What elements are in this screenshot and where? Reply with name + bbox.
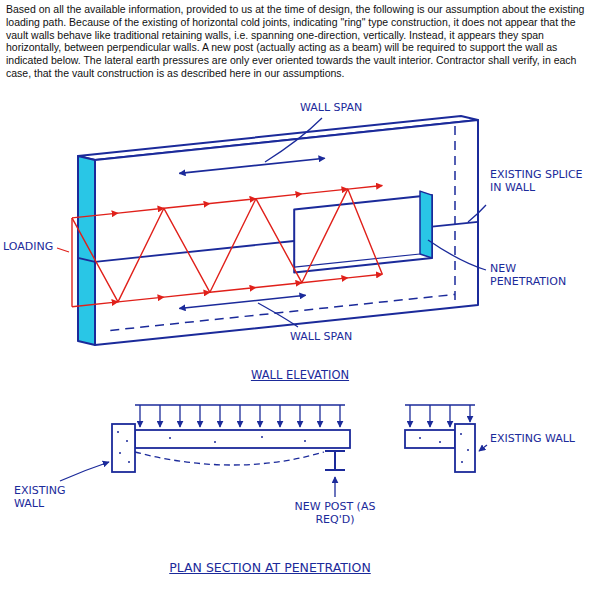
penetration-opening <box>420 191 432 258</box>
post-label: NEW POST (AS REQ'D) <box>280 500 390 526</box>
loading-diagram <box>57 248 69 252</box>
wall-label: EXISTING WALL <box>14 484 94 510</box>
load-arrows <box>409 405 410 427</box>
splice-line <box>78 258 95 262</box>
splice-line <box>432 222 478 227</box>
wall-label: EXISTING WALL <box>490 432 596 445</box>
post-symbol <box>325 469 345 471</box>
load-arrows <box>219 405 220 427</box>
view-title: PLAN SECTION AT PENETRATION <box>120 560 420 575</box>
load-arrows <box>279 405 280 427</box>
loading-diagram <box>57 186 382 307</box>
load-arrows <box>469 405 470 422</box>
concrete-stipple <box>128 461 130 463</box>
wall-section <box>455 424 475 472</box>
load-arrows <box>405 404 475 405</box>
penetration-opening <box>294 191 432 272</box>
concrete-stipple <box>460 433 462 435</box>
load-arrows <box>449 405 450 427</box>
deflected-shape <box>135 452 324 465</box>
leader-line <box>468 205 486 222</box>
loading-diagram <box>71 218 72 307</box>
penetration-label: NEW PENETRATION <box>490 262 594 288</box>
wall-isometric <box>78 156 95 345</box>
splice-label: EXISTING SPLICE IN WALL <box>490 168 590 194</box>
loading-diagram <box>72 189 382 302</box>
concrete-stipple <box>461 461 463 463</box>
concrete-stipple <box>169 437 171 439</box>
span-label: WALL SPAN <box>300 101 384 114</box>
leader-line <box>428 240 486 270</box>
concrete-stipple <box>117 431 119 433</box>
load-arrows <box>259 405 260 427</box>
loading-label: LOADING <box>3 240 63 253</box>
span-label: WALL SPAN <box>290 330 374 343</box>
span-arrow <box>179 158 324 308</box>
concrete-stipple <box>467 449 469 451</box>
span-arrow <box>179 158 324 173</box>
hidden-wall-line <box>110 126 455 330</box>
load-arrows <box>319 405 320 427</box>
load-arrows <box>159 405 160 427</box>
penetration-opening <box>294 195 432 272</box>
load-arrows <box>179 405 180 427</box>
concrete-stipple <box>419 437 421 439</box>
concrete-stipple <box>261 436 263 438</box>
concrete-stipple <box>304 440 306 442</box>
load-arrows <box>339 405 340 427</box>
view-title: WALL ELEVATION <box>200 368 400 382</box>
post-symbol <box>334 451 336 470</box>
wall-section <box>135 430 350 448</box>
wall-isometric <box>78 116 478 345</box>
wall-section <box>112 424 135 472</box>
splice-line <box>95 241 294 262</box>
wall-section <box>112 424 475 472</box>
leader-line <box>258 303 298 327</box>
leader-line <box>265 118 322 162</box>
note-paragraph: Based on all the available information, … <box>6 3 594 80</box>
hidden-wall-line <box>110 294 455 330</box>
wall-section <box>405 430 455 448</box>
leader-line <box>479 445 487 451</box>
hidden-wall-line <box>454 126 456 304</box>
post-symbol <box>325 451 345 470</box>
deflected-shape <box>135 452 324 465</box>
load-arrows <box>199 405 200 427</box>
leader-line <box>60 462 109 481</box>
load-arrows <box>299 405 300 427</box>
concrete-stipple <box>117 431 469 463</box>
leader-line <box>334 477 335 497</box>
span-arrow <box>179 295 305 308</box>
concrete-stipple <box>439 441 441 443</box>
concrete-stipple <box>119 452 121 454</box>
load-arrows <box>239 405 240 427</box>
leader-line <box>60 118 487 497</box>
load-arrows <box>429 405 430 427</box>
concrete-stipple <box>126 440 128 442</box>
load-arrows <box>135 405 475 427</box>
concrete-stipple <box>214 441 216 443</box>
load-arrows <box>139 405 140 427</box>
